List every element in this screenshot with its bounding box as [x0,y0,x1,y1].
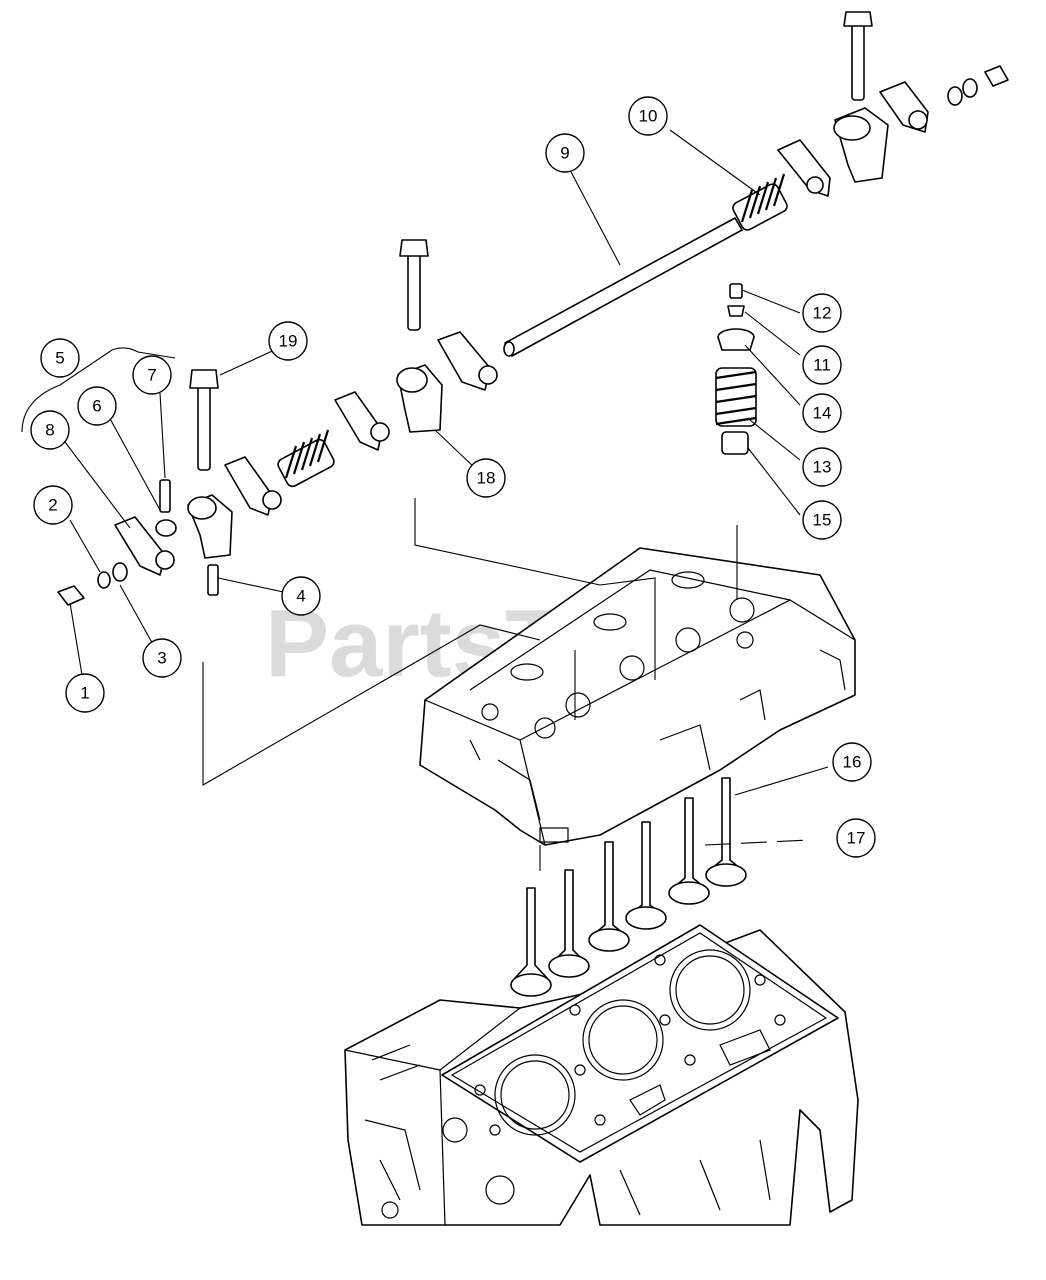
callout-10: 10 [628,96,668,136]
callout-17: 17 [836,818,876,858]
callout-9: 9 [545,133,585,173]
rocker-assembly-right [777,11,1009,197]
cylinder-head [419,547,856,846]
callout-8: 8 [30,410,70,450]
svg-text:3: 3 [157,649,166,668]
rocker-shaft [503,217,743,357]
svg-text:12: 12 [813,304,832,323]
svg-text:9: 9 [560,144,569,163]
callout-7: 7 [132,355,172,395]
rocker-assembly-left [57,369,282,606]
callout-3: 3 [142,638,182,678]
callout-4: 4 [281,576,321,616]
svg-text:18: 18 [477,469,496,488]
svg-text:1: 1 [80,684,89,703]
svg-text:19: 19 [279,332,298,351]
svg-text:4: 4 [296,587,305,606]
svg-text:17: 17 [847,829,866,848]
svg-text:2: 2 [48,496,57,515]
svg-text:11: 11 [813,356,831,375]
svg-text:14: 14 [813,404,832,423]
callout-11: 11 [802,345,842,385]
shaft-spring-upper [732,173,788,231]
valve-spring-set [715,283,757,455]
svg-text:13: 13 [813,458,832,477]
callout-18: 18 [466,458,506,498]
rocker-assembly-middle [334,239,498,451]
callout-12: 12 [802,293,842,333]
svg-text:8: 8 [45,421,54,440]
head-gasket [441,924,839,1163]
callout-1: 1 [65,673,105,713]
valves [510,777,747,997]
svg-text:5: 5 [55,349,64,368]
callout-16: 16 [832,742,872,782]
callout-15: 15 [802,500,842,540]
callout-2: 2 [33,485,73,525]
svg-text:15: 15 [813,511,832,530]
shaft-spring-lower [277,429,335,488]
callout-13: 13 [802,447,842,487]
svg-text:10: 10 [639,107,658,126]
svg-text:16: 16 [843,753,862,772]
callout-14: 14 [802,393,842,433]
callout-6: 6 [77,386,117,426]
callout-5: 5 [40,338,80,378]
callout-19: 19 [268,321,308,361]
svg-text:7: 7 [147,366,156,385]
svg-text:6: 6 [92,397,101,416]
